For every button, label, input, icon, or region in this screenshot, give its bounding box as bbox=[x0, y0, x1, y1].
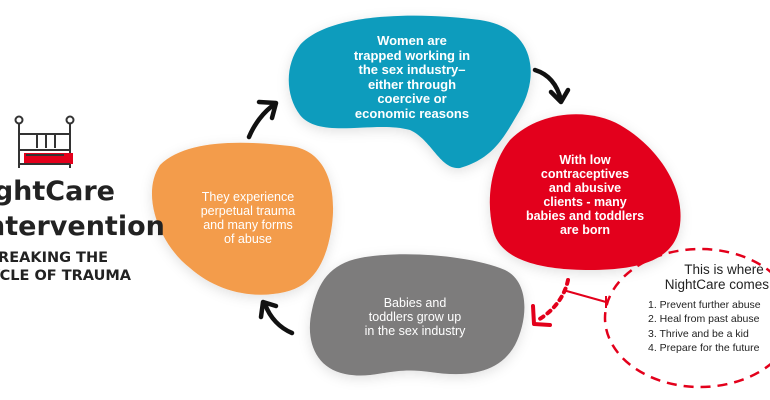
crib-icon bbox=[14, 115, 75, 168]
text-line: Women are bbox=[377, 33, 447, 48]
text-line: toddlers grow up bbox=[368, 310, 462, 324]
logo-subtitle-line2: CYCLE OF TRAUMA bbox=[0, 268, 131, 284]
arrow-growup-to-trauma bbox=[258, 299, 295, 336]
callout-list: 1. Prevent further abuse 2. Heal from pa… bbox=[648, 298, 770, 355]
callout-ellipse bbox=[603, 247, 770, 389]
callout-item: 2. Heal from past abuse bbox=[648, 313, 760, 326]
text-line: in the sex industry bbox=[364, 324, 466, 338]
text-line: coercive or bbox=[377, 91, 447, 107]
text-line: Babies and bbox=[383, 296, 447, 310]
callout-heading: This is where NightCare comes in bbox=[640, 262, 770, 292]
text-line: With low bbox=[559, 153, 611, 167]
text-line: trapped working in bbox=[353, 47, 471, 63]
callout-item: 1. Prevent further abuse bbox=[648, 299, 761, 312]
text-babies-born: With low contraceptives and abusive clie… bbox=[505, 153, 665, 237]
blob-trauma bbox=[151, 142, 334, 295]
arrow-nightcare-to-growup bbox=[531, 278, 570, 327]
callout-item: 3. Thrive and be a kid bbox=[648, 327, 749, 340]
logo-title-line1: NightCare bbox=[0, 176, 115, 207]
logo-title-line2: Intervention bbox=[0, 211, 165, 242]
text-grow-up: Babies and toddlers grow up in the sex i… bbox=[340, 296, 490, 338]
blob-babies-born bbox=[489, 114, 681, 270]
text-line: the sex industry– bbox=[358, 62, 466, 78]
text-line: clients - many bbox=[543, 195, 627, 209]
arrow-trauma-to-women bbox=[246, 99, 279, 140]
text-line: perpetual trauma bbox=[200, 204, 296, 218]
text-line: contraceptives bbox=[540, 167, 630, 181]
arrow-women-to-babies bbox=[532, 67, 571, 105]
callout-heading-line: This is where bbox=[684, 262, 764, 277]
text-line: and many forms bbox=[203, 218, 293, 232]
text-line: babies and toddlers bbox=[525, 209, 645, 223]
connector-line bbox=[562, 289, 607, 303]
blob-women-trapped bbox=[288, 15, 531, 169]
logo-subtitle-line1: BREAKING THE bbox=[0, 250, 108, 266]
text-line: are born bbox=[559, 223, 610, 237]
text-line: They experience bbox=[201, 190, 295, 204]
callout-item: 4. Prepare for the future bbox=[648, 342, 760, 355]
text-women-trapped: Women are trapped working in the sex ind… bbox=[332, 33, 492, 121]
blob-grow-up bbox=[309, 254, 525, 376]
text-line: either through bbox=[367, 76, 457, 92]
text-line: of abuse bbox=[224, 232, 272, 246]
text-line: and abusive bbox=[548, 181, 622, 195]
nightcare-callout: This is where NightCare comes in 1. Prev… bbox=[648, 262, 770, 355]
text-line: economic reasons bbox=[354, 105, 470, 121]
text-trauma: They experience perpetual trauma and man… bbox=[178, 190, 318, 246]
callout-heading-line: NightCare comes in bbox=[664, 277, 770, 293]
